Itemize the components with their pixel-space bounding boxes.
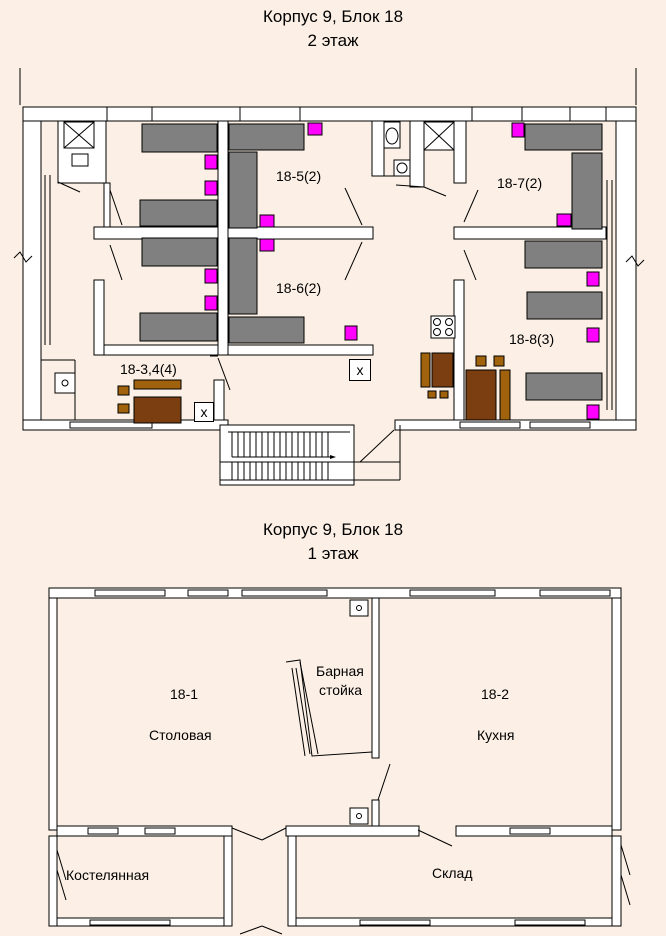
room-label-18-5: 18-5(2) <box>276 168 322 184</box>
window <box>106 106 153 122</box>
nightstand <box>307 122 323 136</box>
bed <box>139 199 218 227</box>
chair <box>117 385 130 396</box>
chair <box>427 390 437 399</box>
nightstand <box>586 271 600 287</box>
bed <box>141 237 218 267</box>
room-label-18-6: 18-6(2) <box>276 280 322 296</box>
floor2-title: Корпус 9, Блок 18 <box>262 7 404 26</box>
window <box>539 589 611 597</box>
toilet <box>71 153 89 167</box>
chair <box>493 355 505 367</box>
bed <box>524 123 603 151</box>
table <box>465 369 497 421</box>
bed <box>228 123 305 151</box>
table <box>431 352 454 388</box>
sink <box>54 372 76 394</box>
staircase <box>219 424 355 486</box>
bar-label-line1: Барная <box>316 663 364 679</box>
chair <box>117 403 130 414</box>
floor1-plan <box>48 587 631 935</box>
room-name-storage: Склад <box>432 865 473 881</box>
nightstand <box>344 325 358 341</box>
bed <box>228 151 258 229</box>
bed <box>228 316 305 344</box>
chair <box>420 352 431 388</box>
room-name-kitchen: Кухня <box>477 727 515 743</box>
room-label-18-3-4: 18-3,4(4) <box>120 361 177 377</box>
chair <box>439 390 449 399</box>
west-wall <box>22 120 42 428</box>
window <box>409 589 496 597</box>
trash-marker: x <box>194 402 214 422</box>
room-name-linen: Костелянная <box>66 867 150 883</box>
nightstand <box>586 327 600 343</box>
window <box>569 106 607 122</box>
window <box>359 919 431 926</box>
bed <box>139 312 218 342</box>
window <box>69 421 153 429</box>
bed <box>571 152 603 230</box>
nightstand <box>511 122 525 138</box>
floor1-title: Корпус 9, Блок 18 <box>262 520 404 539</box>
floor2-plan <box>13 68 645 486</box>
table <box>133 396 182 424</box>
window <box>241 589 328 597</box>
bed <box>141 123 218 153</box>
window <box>514 919 586 926</box>
window <box>144 827 176 835</box>
chair <box>499 369 511 421</box>
trash-marker: x <box>349 359 371 381</box>
window <box>87 827 119 835</box>
room-number-18-2: 18-2 <box>481 686 510 702</box>
nightstand <box>556 213 572 227</box>
room-name-dining: Столовая <box>149 727 212 743</box>
window <box>471 106 523 122</box>
window <box>187 589 229 597</box>
room-label-18-7: 18-7(2) <box>497 175 543 191</box>
nightstand <box>259 214 275 228</box>
north-wall <box>48 587 622 599</box>
nightstand <box>204 180 218 196</box>
bed <box>524 240 603 269</box>
nightstand <box>259 238 275 252</box>
sink <box>349 807 369 825</box>
window <box>529 421 591 429</box>
window <box>89 919 171 926</box>
floor2-subtitle: 2 этаж <box>307 31 359 50</box>
sink <box>393 159 411 177</box>
window <box>459 421 521 429</box>
stove <box>430 315 456 339</box>
bed <box>526 291 603 320</box>
nightstand <box>586 404 600 420</box>
shelf <box>133 379 182 390</box>
sink <box>349 599 369 617</box>
bed <box>228 237 258 315</box>
room-label-18-8: 18-8(3) <box>509 331 555 347</box>
nightstand <box>204 295 218 311</box>
window <box>509 827 551 835</box>
nightstand <box>204 268 218 284</box>
room-number-18-1: 18-1 <box>170 686 199 702</box>
bed <box>525 372 603 401</box>
chair <box>475 355 487 367</box>
floor1-subtitle: 1 этаж <box>307 544 359 563</box>
east-wall <box>615 120 637 428</box>
bar-label-line2: стойка <box>319 682 363 698</box>
nightstand <box>204 154 218 170</box>
window <box>239 106 301 122</box>
window <box>94 589 166 597</box>
